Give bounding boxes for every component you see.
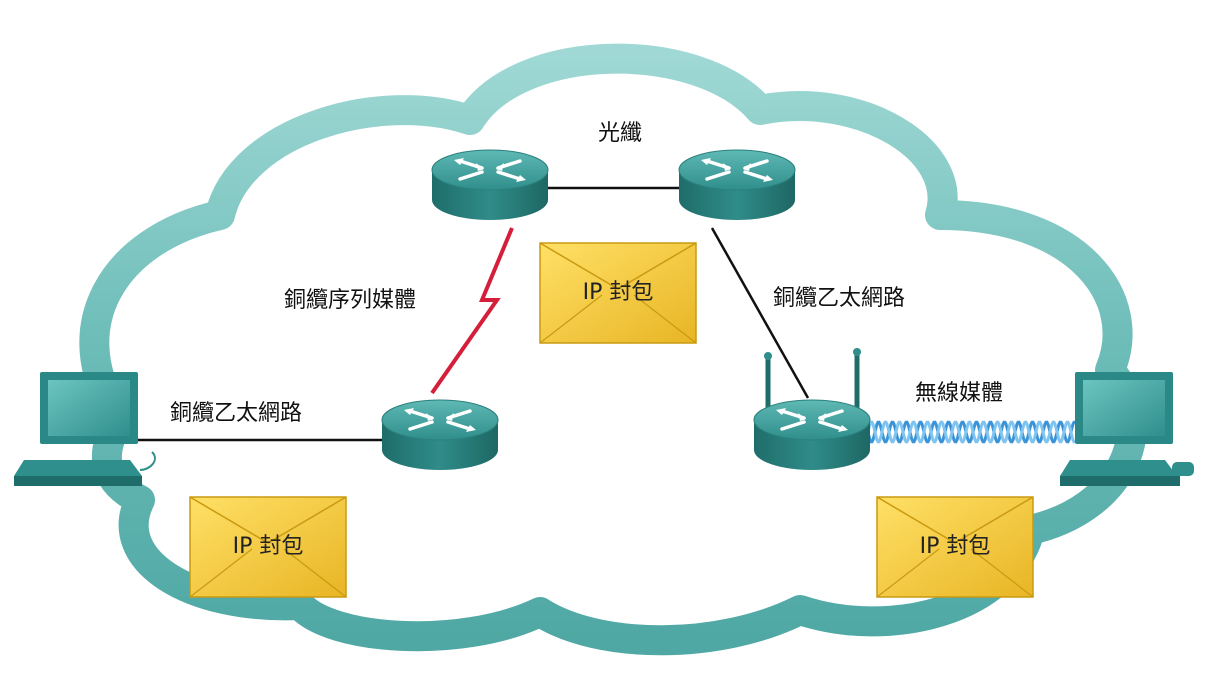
pc-right-icon: [1060, 372, 1194, 486]
copper-ethernet-right-label: 銅纜乙太網路: [773, 286, 906, 311]
ip-packet-right: IP 封包: [876, 496, 1034, 598]
ip-packet-left-label: IP 封包: [233, 534, 304, 559]
pc-left-icon: [14, 372, 156, 486]
router-bottom-left-icon: [380, 398, 500, 472]
serial-link: [430, 227, 514, 395]
ip-packet-left: IP 封包: [189, 496, 347, 598]
router-top-right-icon: [677, 148, 797, 222]
ip-packet-center-label: IP 封包: [583, 280, 654, 305]
copper-serial-label: 銅纜序列媒體: [284, 288, 417, 313]
ip-packet-center: IP 封包: [539, 242, 697, 344]
copper-ethernet-link-right: [710, 227, 810, 399]
wireless-router-icon: [752, 348, 872, 472]
wireless-wave: [866, 420, 1076, 444]
fiber-label: 光纖: [598, 121, 643, 146]
copper-ethernet-left-label: 銅纜乙太網路: [170, 401, 303, 426]
wireless-label: 無線媒體: [915, 381, 1004, 406]
ip-packet-right-label: IP 封包: [920, 534, 991, 559]
router-top-left-icon: [430, 148, 550, 222]
